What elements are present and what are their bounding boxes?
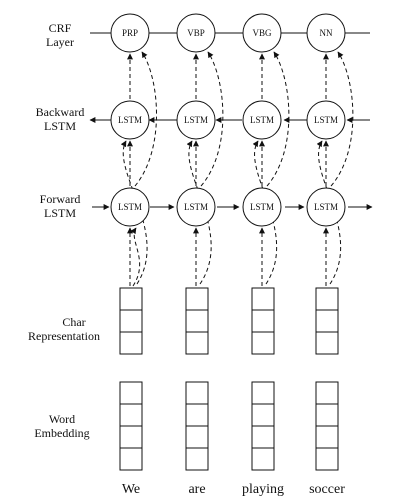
- crf-node-1: [110, 13, 150, 53]
- dash-forward-to-crf-2: [200, 51, 224, 187]
- backward-lstm-layer: LSTM LSTM LSTM LSTM: [110, 100, 346, 140]
- char-cell: [119, 309, 143, 333]
- row-labels: CRF Layer Backward LSTM Forward LSTM Cha…: [28, 21, 100, 440]
- char-stack-1: [119, 287, 143, 355]
- char-stack-2: [185, 287, 209, 355]
- backward-node-4-label: LSTM: [314, 115, 338, 125]
- dash-word-to-forward-1b: [130, 227, 141, 287]
- connections-col-4: [316, 51, 354, 286]
- crf-node-2: [176, 13, 216, 53]
- backward-node-3-label: LSTM: [250, 115, 274, 125]
- backward-node-1-label: LSTM: [118, 115, 142, 125]
- forward-node-1: [110, 187, 150, 227]
- forward-node-1-label: LSTM: [118, 202, 142, 212]
- dash-forward-to-crf-4: [330, 51, 354, 187]
- forward-lstm-layer: LSTM LSTM LSTM LSTM: [110, 187, 346, 227]
- char-cell: [185, 331, 209, 355]
- forward-node-3: [242, 187, 282, 227]
- char-cell: [185, 287, 209, 311]
- connections-col-2: [186, 51, 224, 286]
- connections-col-3: [252, 51, 290, 286]
- word-4: soccer: [309, 482, 345, 497]
- forward-node-2: [176, 187, 216, 227]
- crf-tag-1: PRP: [122, 28, 138, 38]
- crf-tag-2: VBP: [187, 28, 205, 38]
- dash-to-backward-4: [316, 140, 342, 285]
- backward-node-3: [242, 100, 282, 140]
- char-label-line1: Char: [62, 315, 85, 329]
- crf-label-line1: CRF: [49, 21, 72, 35]
- word-stack-4: [315, 381, 339, 471]
- backward-node-2-label: LSTM: [184, 115, 208, 125]
- backward-label-line1: Backward: [36, 105, 85, 119]
- char-cell: [251, 287, 275, 311]
- word-cell: [251, 425, 275, 449]
- forward-node-2-label: LSTM: [184, 202, 208, 212]
- char-cell: [251, 309, 275, 333]
- forward-node-3-label: LSTM: [250, 202, 274, 212]
- char-cell: [119, 287, 143, 311]
- backward-node-2: [176, 100, 216, 140]
- forward-node-4: [306, 187, 346, 227]
- word-cell: [251, 403, 275, 427]
- dash-forward-to-crf-3: [266, 51, 290, 187]
- word-cell: [315, 447, 339, 471]
- char-cell: [315, 309, 339, 333]
- word-cell: [251, 447, 275, 471]
- word-stack-3: [251, 381, 275, 471]
- forward-label-line1: Forward: [40, 192, 81, 206]
- char-cell: [185, 309, 209, 333]
- word-stack-2: [185, 381, 209, 471]
- word-cell: [315, 381, 339, 405]
- connections-col-1: [120, 51, 157, 287]
- word-embedding-layer: [119, 381, 339, 471]
- word-cell: [185, 403, 209, 427]
- dash-to-backward-2: [186, 140, 212, 285]
- backward-node-1: [110, 100, 150, 140]
- input-words: We are playing soccer: [122, 482, 345, 497]
- dash-to-backward-1: [120, 140, 148, 285]
- word-cell: [119, 425, 143, 449]
- char-cell: [315, 331, 339, 355]
- char-representation-layer: [119, 287, 339, 355]
- char-stack-4: [315, 287, 339, 355]
- word-cell: [119, 403, 143, 427]
- word-2: are: [188, 482, 205, 497]
- crf-tag-3: VBG: [252, 28, 272, 38]
- char-cell: [315, 287, 339, 311]
- backward-label-line2: LSTM: [44, 119, 76, 133]
- crf-node-4: [306, 13, 346, 53]
- crf-label-line2: Layer: [46, 35, 74, 49]
- word-1: We: [122, 482, 140, 497]
- forward-node-4-label: LSTM: [314, 202, 338, 212]
- word-cell: [315, 425, 339, 449]
- word-cell: [119, 447, 143, 471]
- crf-tag-4: NN: [320, 28, 333, 38]
- char-stack-3: [251, 287, 275, 355]
- dash-to-backward-3: [252, 140, 278, 285]
- dash-forward-to-crf-1: [134, 51, 157, 187]
- crf-layer: PRP VBP VBG NN: [110, 13, 346, 53]
- word-cell: [185, 447, 209, 471]
- word-label-line2: Embedding: [34, 426, 89, 440]
- forward-label-line2: LSTM: [44, 206, 76, 220]
- word-label-line1: Word: [49, 412, 75, 426]
- backward-node-4: [306, 100, 346, 140]
- word-stack-1: [119, 381, 143, 471]
- word-cell: [119, 381, 143, 405]
- char-cell: [119, 331, 143, 355]
- word-cell: [251, 381, 275, 405]
- word-3: playing: [242, 482, 284, 497]
- char-cell: [251, 331, 275, 355]
- word-cell: [185, 425, 209, 449]
- word-cell: [315, 403, 339, 427]
- crf-node-3: [242, 13, 282, 53]
- word-cell: [185, 381, 209, 405]
- char-label-line2: Representation: [28, 329, 100, 343]
